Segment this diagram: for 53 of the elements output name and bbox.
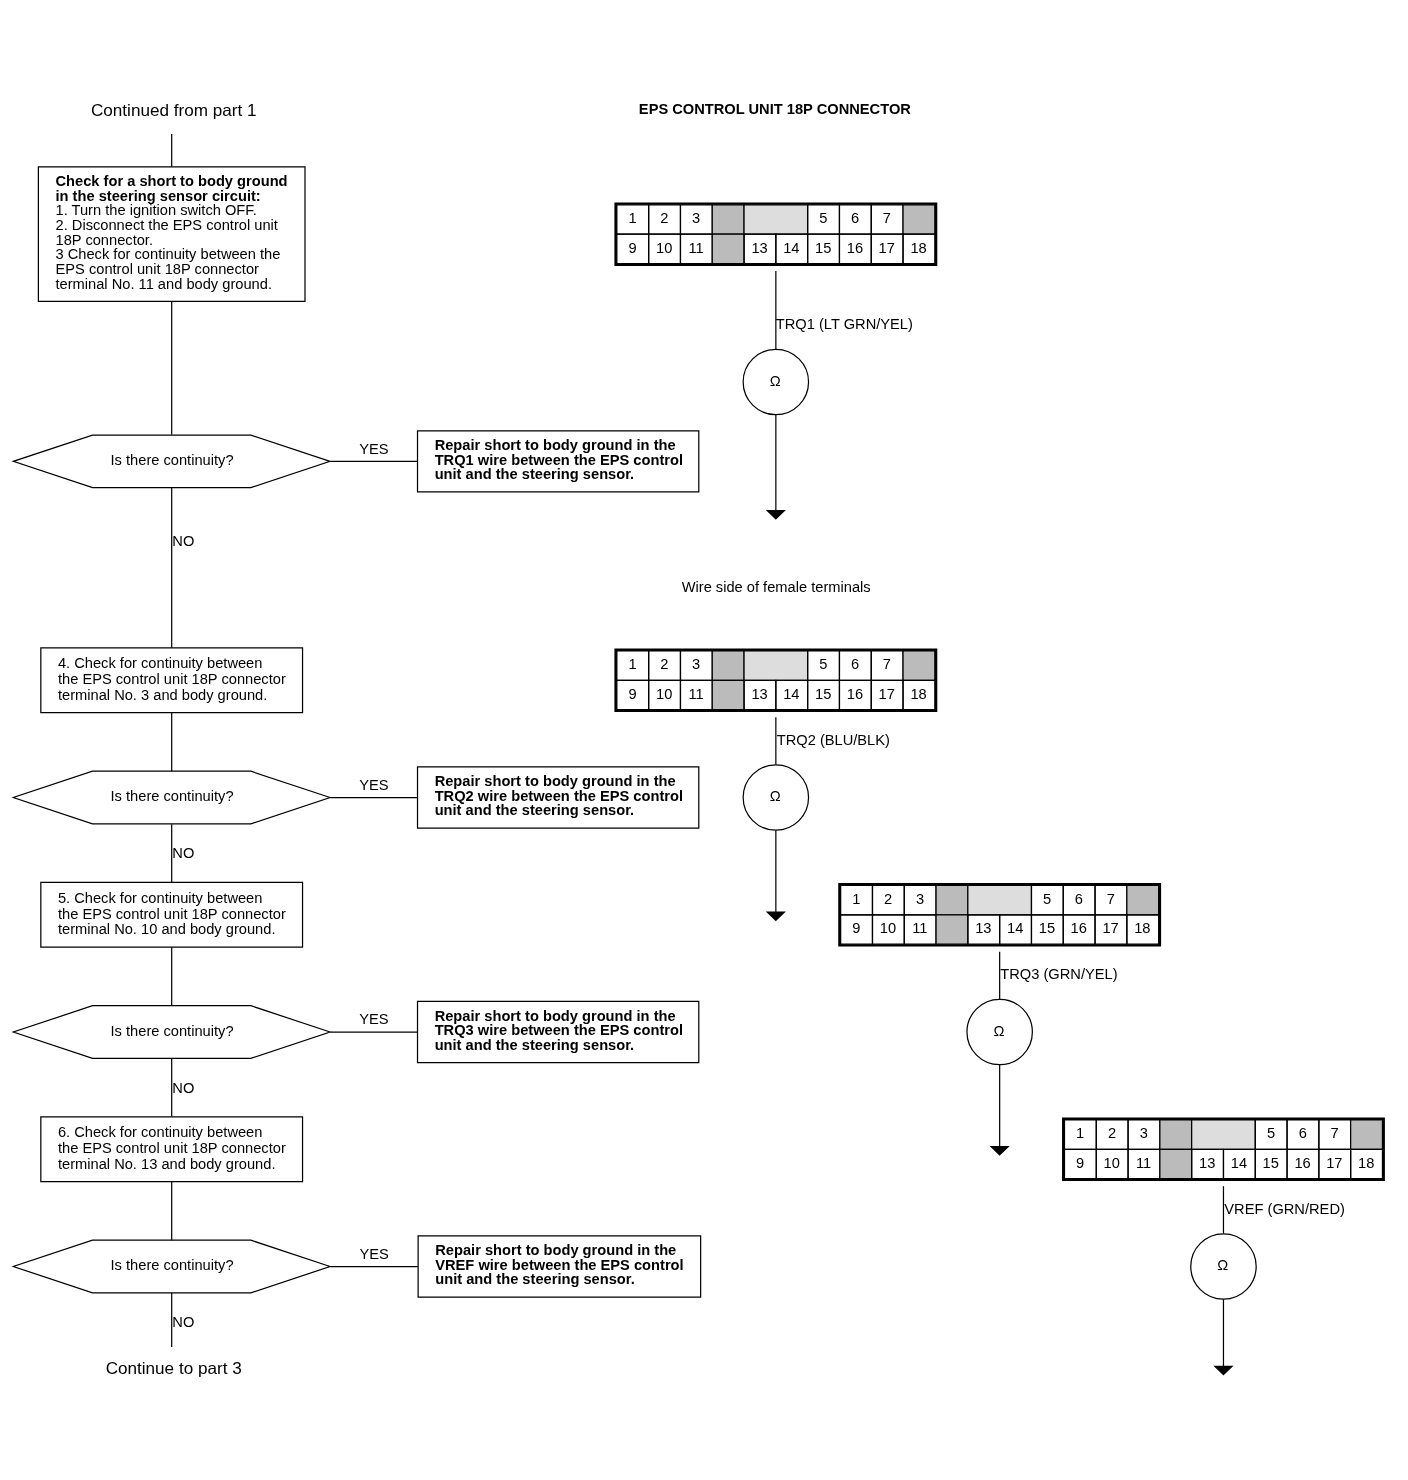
- node-box: 4. Check for continuity between the EPS control unit 18P connector terminal No. 3 and body ground.: [40, 646, 304, 713]
- connector: [171, 1291, 173, 1348]
- edge-label: YES: [359, 1245, 389, 1262]
- connector: [171, 946, 173, 1006]
- edge-label: TRQ1 (LT GRN/YEL): [775, 315, 913, 332]
- node-box: 5. Check for continuity between the EPS control unit 18P connector terminal No. 10 and body ground.: [40, 881, 304, 948]
- connector: [171, 1057, 173, 1117]
- connector: [171, 711, 173, 772]
- edge-label: YES: [359, 1010, 389, 1027]
- connector: [171, 300, 173, 435]
- edge-label: NO: [172, 844, 195, 861]
- connector: [329, 1265, 419, 1267]
- edge-label: NO: [172, 1079, 195, 1096]
- edge-label: VREF (GRN/RED): [1224, 1200, 1345, 1217]
- connector: [775, 414, 777, 511]
- label: EPS CONTROL UNIT 18P CONNECTOR: [638, 100, 911, 117]
- edge-label: NO: [172, 1313, 195, 1330]
- edge-label: TRQ2 (BLU/BLK): [776, 731, 890, 748]
- edge-label: YES: [359, 776, 389, 793]
- connector: [329, 1030, 418, 1033]
- edge-label: TRQ3 (GRN/YEL): [1000, 965, 1118, 982]
- edge-label: YES: [359, 440, 389, 457]
- node-box: 6. Check for continuity between the EPS control unit 18P connector terminal No. 13 and body ground.: [40, 1115, 304, 1182]
- node-circle: Ω: [1190, 1232, 1257, 1300]
- connector: [329, 796, 418, 798]
- connector: [329, 460, 418, 462]
- connector: [171, 132, 173, 167]
- node-ground: [765, 910, 786, 921]
- node-box: Repair short to body ground in the TRQ2 wire between the EPS control unit and the steering sensor.: [416, 765, 700, 829]
- node-box: Repair short to body ground in the TRQ1 wire between the EPS control unit and the steering sensor.: [416, 429, 700, 493]
- connector: [1222, 1298, 1225, 1367]
- connector: [775, 829, 777, 912]
- node-circle: Ω: [966, 998, 1033, 1065]
- connector: [171, 486, 173, 648]
- connector: [999, 950, 1001, 1000]
- label: Wire side of female terminals: [681, 578, 871, 595]
- connector: [999, 1063, 1001, 1147]
- node-ground: [1213, 1365, 1234, 1375]
- node-circle: Ω: [742, 348, 810, 415]
- connector: [775, 269, 777, 350]
- node-ground: [765, 509, 786, 520]
- node-box: Repair short to body ground in the VREF wire between the EPS control unit and the steering sensor.: [417, 1234, 702, 1298]
- node-text: Continued from part 1: [90, 100, 257, 120]
- node-ground: [989, 1145, 1010, 1156]
- connector: [1222, 1185, 1225, 1234]
- connector: [775, 716, 777, 765]
- connector: [171, 823, 173, 883]
- node-circle: Ω: [742, 763, 810, 831]
- connector: [171, 1180, 173, 1241]
- edge-label: NO: [172, 532, 195, 549]
- node-box: Check for a short to body ground in the steering sensor circuit: 1. Turn the ignition switch OFF. 2. Disconnect the EPS control unit 18P connector. 3 Check for continuity between the EPS control unit 18P connector terminal No. 11 and body ground.: [37, 165, 306, 302]
- node-box: Repair short to body ground in the TRQ3 wire between the EPS control unit and the steering sensor.: [416, 1000, 700, 1063]
- node-text: Continue to part 3: [105, 1358, 242, 1378]
